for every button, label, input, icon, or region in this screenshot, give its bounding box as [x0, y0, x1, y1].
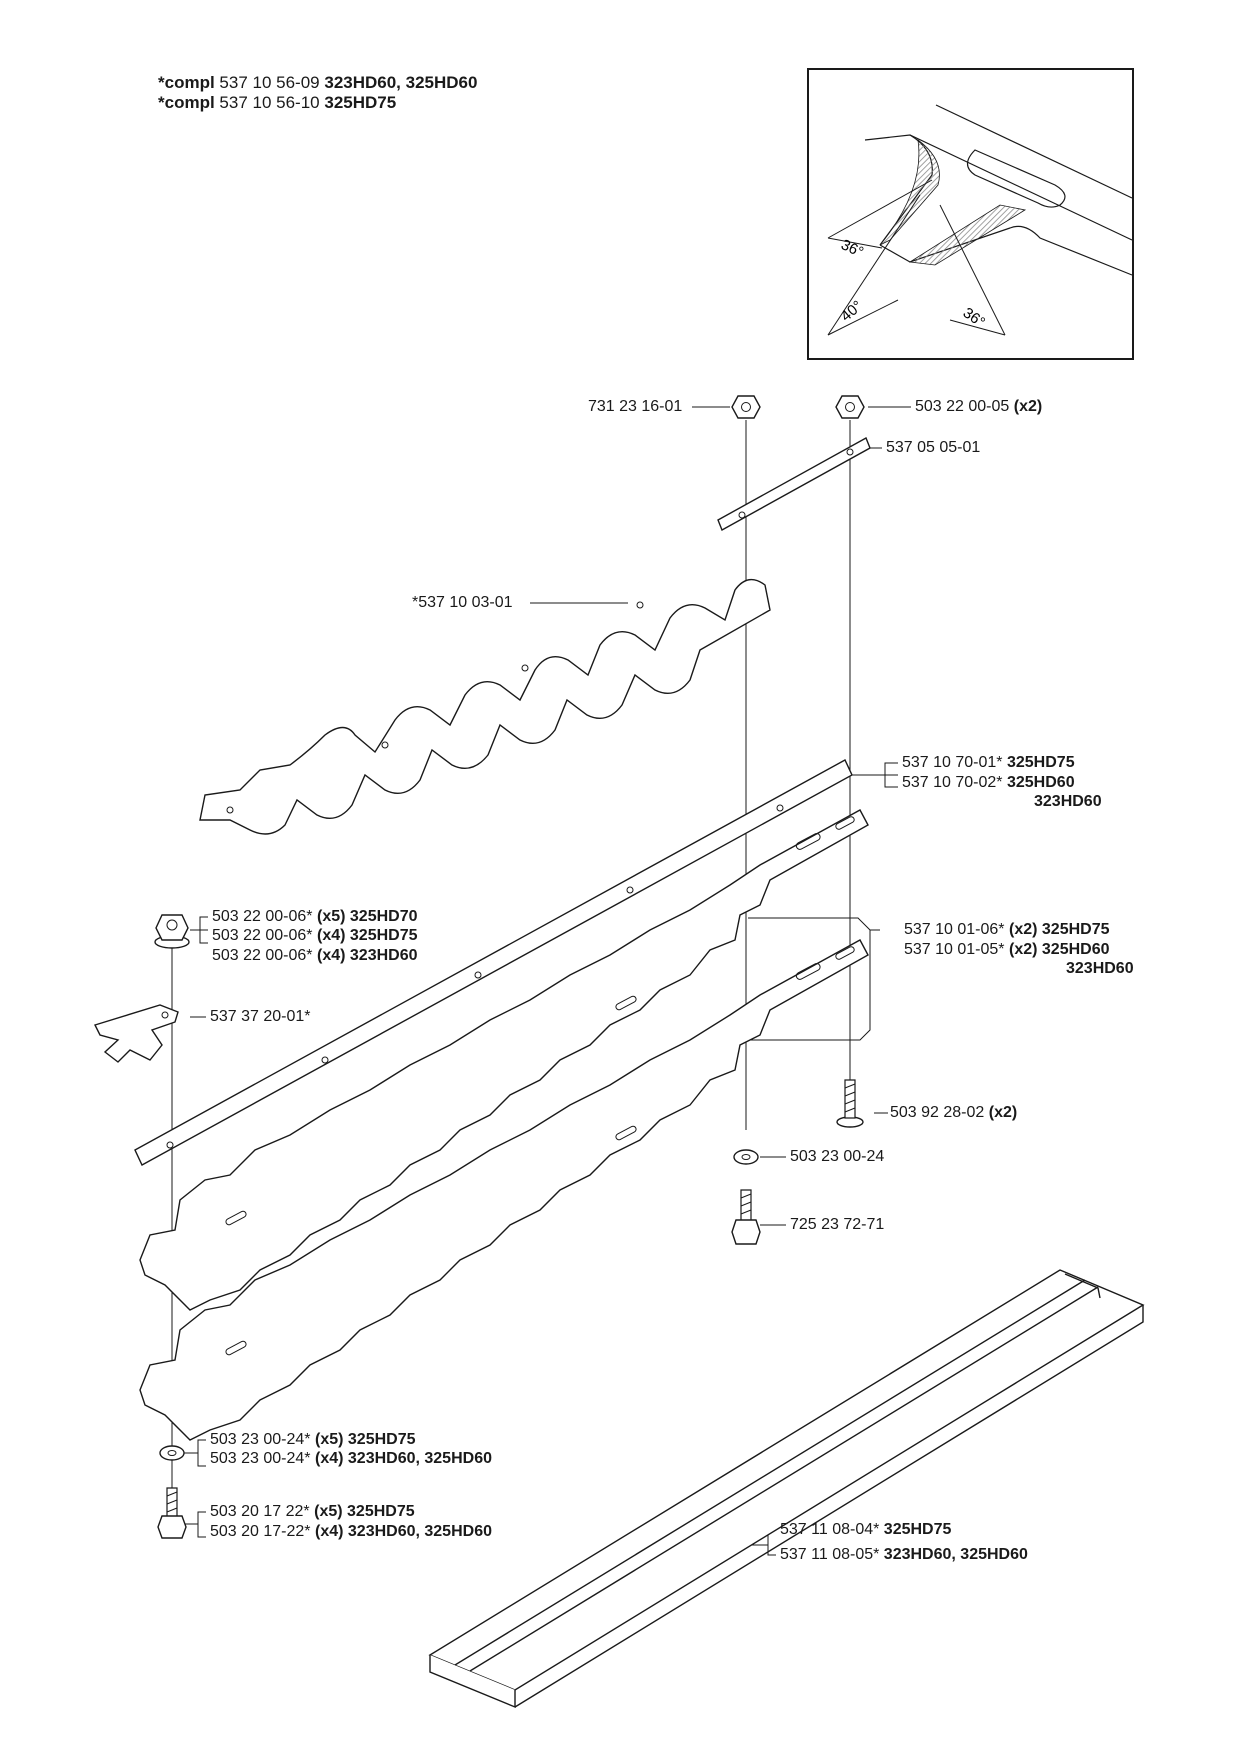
- callout-part: 537 10 01-05*: [904, 941, 1005, 958]
- header-models-1: 323HD60, 325HD60: [324, 73, 478, 92]
- callout-qty: (x4): [314, 1523, 344, 1540]
- callout-part: 537 10 01-06*: [904, 921, 1005, 938]
- detail-inset: 36° 40° 36°: [807, 68, 1134, 360]
- callout-part: 503 22 00-06*: [212, 908, 313, 925]
- detail-angle-2: 40°: [838, 297, 866, 325]
- callout-503-20-17-22-b: 503 20 17-22* (x4) 323HD60, 325HD60: [210, 1522, 492, 1542]
- callout-qty: (x2): [1013, 398, 1043, 415]
- callout-qty: (x4): [314, 1450, 344, 1467]
- transport-guard: [428, 1269, 1145, 1709]
- washer-left: [159, 1445, 185, 1461]
- clamp-plate: [717, 437, 871, 531]
- callout-part: 503 20 17 22*: [210, 1503, 310, 1520]
- callout-models: 325HD70: [349, 908, 418, 925]
- washer-center: [733, 1149, 759, 1165]
- callout-models: 325HD75: [347, 1503, 415, 1520]
- callout-part: 503 23 00-24*: [210, 1450, 311, 1467]
- callout-537-05-05-01: 537 05 05-01: [886, 438, 980, 458]
- callout-models: 325HD75: [883, 1521, 952, 1538]
- callout-qty: (x2): [1008, 941, 1038, 958]
- callout-537-10-70-02-models-extra: 323HD60: [1034, 793, 1102, 810]
- callout-part: 537 10 70-01*: [902, 754, 1003, 771]
- detail-angle-1: 36°: [838, 236, 866, 261]
- callout-part: 503 23 00-24*: [210, 1431, 311, 1448]
- top-nut-right: [835, 395, 865, 419]
- callout-part: *537 10 03-01: [412, 594, 513, 611]
- header-models-2: 325HD75: [324, 93, 397, 112]
- header-line-2: *compl 537 10 56-10 325HD75: [158, 93, 396, 113]
- header-line-1: *compl 537 10 56-09 323HD60, 325HD60: [158, 73, 477, 93]
- detail-angle-3: 36°: [960, 304, 988, 331]
- callout-models: 325HD75: [1041, 921, 1110, 938]
- header-part-2: 537 10 56-10: [219, 93, 320, 112]
- callout-part: 503 22 00-06*: [212, 927, 313, 944]
- callout-models: 323HD60: [349, 947, 418, 964]
- callout-part: 537 10 70-02*: [902, 774, 1003, 791]
- callout-models: 325HD60: [1041, 941, 1110, 958]
- lower-blade: [139, 939, 869, 1441]
- callout-537-10-01-05: 537 10 01-05* (x2) 325HD60: [904, 940, 1110, 960]
- callout-537-37-20-01: 537 37 20-01*: [210, 1007, 311, 1027]
- callout-part: 503 92 28-02: [890, 1104, 985, 1121]
- callout-models: 323HD60, 325HD60: [347, 1450, 492, 1467]
- callout-part: 537 11 08-04*: [780, 1521, 880, 1538]
- callout-725-23-72-71: 725 23 72-71: [790, 1215, 884, 1235]
- callout-537-10-03-01: *537 10 03-01: [412, 593, 513, 613]
- callout-537-11-08-05: 537 11 08-05* 323HD60, 325HD60: [780, 1545, 1028, 1565]
- callout-models: 323HD60, 325HD60: [883, 1546, 1028, 1563]
- flange-nut: [154, 914, 190, 949]
- callout-models: 323HD60, 325HD60: [347, 1523, 492, 1540]
- bolt-left: [157, 1487, 187, 1539]
- callout-part: 731 23 16-01: [588, 398, 683, 415]
- callout-503-22-00-06-a: 503 22 00-06* (x5) 325HD70: [212, 907, 418, 927]
- callout-503-22-00-06-c: 503 22 00-06* (x4) 323HD60: [212, 946, 418, 966]
- callout-503-23-00-24-b: 503 23 00-24* (x4) 323HD60, 325HD60: [210, 1449, 492, 1469]
- callout-503-92-28-02: 503 92 28-02 (x2): [890, 1103, 1017, 1123]
- bolt-center: [731, 1189, 761, 1245]
- callout-537-10-01-06: 537 10 01-06* (x2) 325HD75: [904, 920, 1110, 940]
- callout-503-20-17-22-a: 503 20 17 22* (x5) 325HD75: [210, 1502, 415, 1522]
- blade-guard: [199, 578, 771, 835]
- callout-models: 325HD75: [1006, 754, 1075, 771]
- callout-503-22-00-06-b: 503 22 00-06* (x4) 325HD75: [212, 926, 418, 946]
- callout-qty: (x2): [988, 1104, 1018, 1121]
- callout-part: 725 23 72-71: [790, 1216, 885, 1233]
- callout-503-23-00-24: 503 23 00-24: [790, 1147, 884, 1167]
- header-part-1: 537 10 56-09: [219, 73, 320, 92]
- callout-731-23-16-01: 731 23 16-01: [588, 397, 682, 417]
- callout-537-10-70-01: 537 10 70-01* 325HD75: [902, 753, 1075, 773]
- bolt-right: [836, 1079, 864, 1128]
- callout-part: 503 20 17-22*: [210, 1523, 311, 1540]
- support-bar: [134, 759, 853, 1166]
- spacer-piece: [94, 1004, 179, 1063]
- callout-537-10-70-02: 537 10 70-02* 325HD60: [902, 773, 1075, 793]
- callout-537-10-01-05-models-extra: 323HD60: [1066, 960, 1134, 977]
- callout-part: 503 22 00-06*: [212, 947, 313, 964]
- header-prefix-1: *compl: [158, 73, 215, 92]
- callout-models: 325HD75: [347, 1431, 416, 1448]
- leader-lines: [182, 406, 911, 1556]
- top-nut-left: [731, 395, 761, 419]
- callout-qty: (x5): [314, 1431, 344, 1448]
- callout-qty: (x4): [316, 927, 346, 944]
- callout-part: 537 37 20-01*: [210, 1008, 311, 1025]
- callout-503-22-00-05: 503 22 00-05 (x2): [915, 397, 1042, 417]
- header-prefix-2: *compl: [158, 93, 215, 112]
- upper-blade: [139, 809, 869, 1311]
- callout-part: 537 05 05-01: [886, 439, 981, 456]
- callout-models: 325HD75: [349, 927, 418, 944]
- callout-qty: (x5): [316, 908, 346, 925]
- callout-models: 325HD60: [1006, 774, 1075, 791]
- callout-qty: (x2): [1008, 921, 1038, 938]
- callout-part: 503 22 00-05: [915, 398, 1010, 415]
- callout-537-11-08-04: 537 11 08-04* 325HD75: [780, 1520, 951, 1540]
- callout-qty: (x5): [314, 1503, 343, 1520]
- callout-part: 537 11 08-05*: [780, 1546, 880, 1563]
- callout-503-23-00-24-a: 503 23 00-24* (x5) 325HD75: [210, 1430, 416, 1450]
- callout-part: 503 23 00-24: [790, 1148, 885, 1165]
- callout-qty: (x4): [316, 947, 346, 964]
